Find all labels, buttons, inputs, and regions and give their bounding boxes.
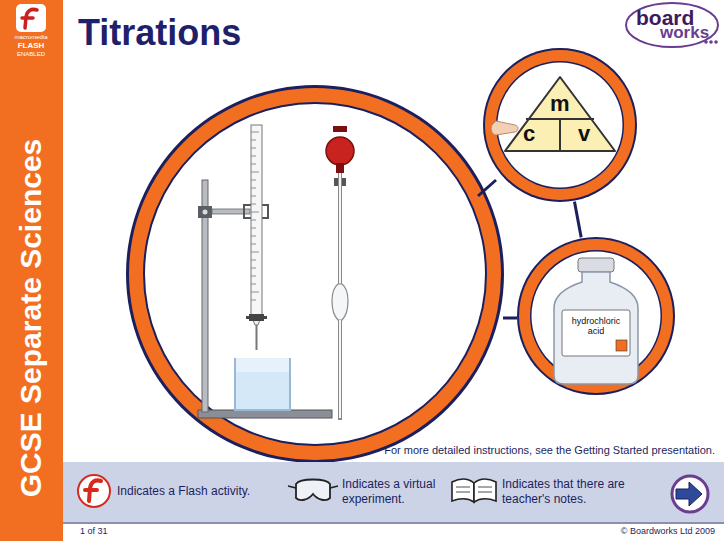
key-text: Indicates a Flash activity. bbox=[117, 484, 277, 498]
bottle-label-text: hydrochloric acid bbox=[566, 316, 626, 337]
retort-stand bbox=[198, 180, 332, 418]
key-text: Indicates that there are teacher's notes… bbox=[502, 477, 662, 507]
instruction-note: For more detailed instructions, see the … bbox=[300, 444, 715, 457]
connector-line bbox=[574, 202, 581, 238]
footer-rule bbox=[63, 523, 724, 524]
logo-text: FLASH bbox=[2, 41, 60, 51]
main-circle bbox=[126, 85, 504, 463]
page-number: 1 of 31 bbox=[80, 526, 160, 537]
slide-title: Titrations bbox=[78, 12, 241, 54]
flash-logo bbox=[16, 4, 46, 32]
pointing-finger bbox=[491, 121, 518, 135]
formula-letter: v bbox=[578, 121, 590, 146]
link-line bbox=[478, 180, 517, 318]
hazard-symbol bbox=[616, 340, 627, 351]
band-title: GCSE Separate Sciences bbox=[13, 88, 49, 541]
book-icon bbox=[452, 479, 496, 502]
circle-outline bbox=[482, 47, 638, 203]
acid-circle: hydrochloric acid bbox=[516, 236, 676, 396]
pipette bbox=[326, 126, 354, 420]
logo-word: works bbox=[660, 23, 720, 43]
formula-letter: m bbox=[550, 91, 570, 116]
key-text: Indicates a virtual experiment. bbox=[342, 477, 447, 507]
goggles-icon bbox=[288, 480, 338, 501]
formula-circle: mc v bbox=[482, 47, 638, 203]
acid-bottle bbox=[554, 258, 638, 384]
formula-letter: c bbox=[523, 121, 535, 146]
next-button bbox=[672, 476, 708, 512]
key-bar bbox=[63, 462, 724, 522]
beaker bbox=[235, 358, 290, 410]
formula-triangle bbox=[491, 77, 615, 151]
bottle-label bbox=[562, 310, 630, 356]
burette bbox=[246, 125, 267, 350]
logo-text: ENABLED bbox=[2, 51, 60, 58]
copyright: © Boardworks Ltd 2009 bbox=[500, 526, 715, 537]
flash-icon bbox=[78, 475, 110, 507]
logo-text: macromedia bbox=[2, 34, 60, 41]
